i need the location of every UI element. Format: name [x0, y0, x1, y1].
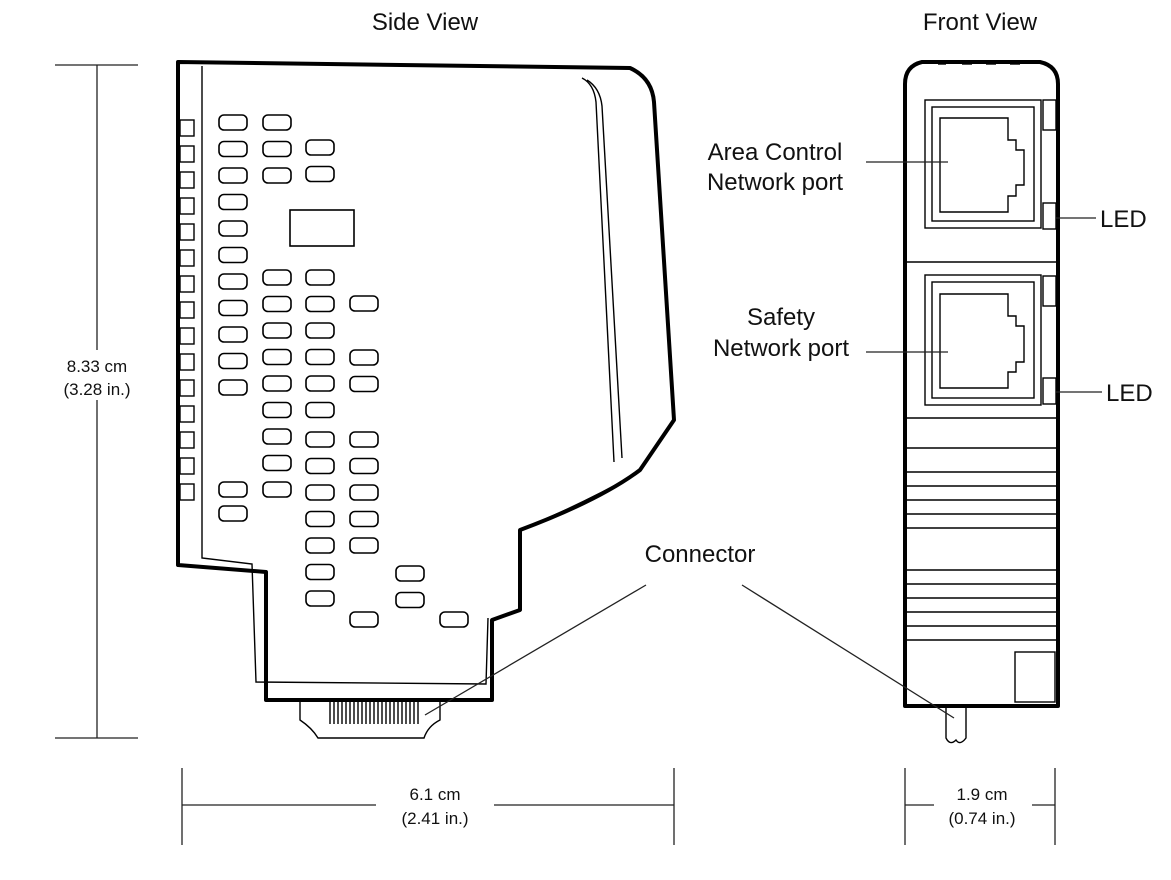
side-height-metric: 8.33 cm	[67, 357, 127, 376]
port2-label-line2: Network port	[713, 335, 849, 362]
vent-slot	[262, 167, 292, 184]
vent-slot	[305, 431, 335, 448]
connector-label: Connector	[645, 541, 756, 568]
led2-label: LED	[1106, 380, 1153, 407]
vent-slot	[218, 193, 248, 211]
vent-slot	[349, 611, 379, 628]
vent-slot	[218, 246, 248, 264]
vent-slot	[262, 428, 292, 445]
side-label-window	[289, 209, 355, 247]
vent-slot	[349, 431, 379, 448]
vent-slot	[349, 375, 379, 393]
vent-slot	[218, 379, 248, 396]
vent-slot	[305, 510, 335, 528]
vent-slot	[218, 326, 248, 343]
vent-slot	[395, 565, 425, 582]
vent-slot	[262, 348, 292, 366]
vent-slot	[262, 375, 292, 392]
edge-tooth	[179, 171, 195, 189]
vent-slot	[218, 140, 248, 158]
vent-slot	[305, 165, 335, 183]
port2-label-line1: Safety	[747, 304, 815, 331]
side-width-imperial: (2.41 in.)	[401, 809, 468, 828]
vent-slot	[305, 484, 335, 501]
vent-slot	[262, 295, 292, 313]
vent-slot	[349, 457, 379, 475]
edge-tooth	[179, 353, 195, 371]
vent-slot	[218, 299, 248, 317]
vent-slot	[305, 590, 335, 607]
vent-slot	[218, 505, 248, 522]
vent-slot	[262, 140, 292, 158]
vent-slot	[305, 375, 335, 392]
side-width-dimension: 6.1 cm (2.41 in.)	[181, 768, 675, 845]
vent-slot	[439, 611, 469, 628]
port1-label-line2: Network port	[707, 169, 843, 196]
edge-tooth	[179, 483, 195, 501]
connector-pins	[329, 702, 419, 724]
edge-tooth	[179, 301, 195, 319]
vent-slot	[262, 481, 292, 498]
side-view-connector	[299, 700, 441, 739]
vent-slot	[349, 510, 379, 528]
side-edge-teeth	[179, 119, 195, 501]
vent-slot	[262, 454, 292, 472]
vent-slot	[305, 295, 335, 313]
edge-tooth	[179, 379, 195, 397]
vent-slot	[305, 563, 335, 581]
vent-slot	[305, 322, 335, 339]
vent-slot	[305, 139, 335, 156]
port1-label-line1: Area Control	[708, 139, 843, 166]
vent-slot	[262, 322, 292, 339]
front-view-connector	[945, 706, 967, 744]
vent-slot	[262, 269, 292, 286]
vent-slot	[305, 457, 335, 475]
vent-slot	[218, 167, 248, 184]
area-control-network-port	[924, 99, 1057, 230]
edge-tooth	[179, 145, 195, 163]
side-height-dimension: 8.33 cm (3.28 in.)	[55, 64, 138, 739]
edge-tooth	[179, 249, 195, 267]
front-width-dimension: 1.9 cm (0.74 in.)	[904, 768, 1056, 845]
edge-tooth	[179, 223, 195, 241]
vent-slot	[218, 481, 248, 498]
vent-slot	[349, 349, 379, 366]
side-view-title: Side View	[372, 9, 479, 36]
front-view-title: Front View	[923, 9, 1038, 36]
vent-slot	[262, 401, 292, 419]
edge-tooth	[179, 327, 195, 345]
edge-tooth	[179, 119, 195, 137]
led1-label: LED	[1100, 206, 1147, 233]
vent-slot	[218, 114, 248, 131]
front-width-imperial: (0.74 in.)	[948, 809, 1015, 828]
vent-slot	[349, 295, 379, 312]
safety-network-port	[924, 274, 1057, 406]
vent-slot	[218, 273, 248, 290]
edge-tooth	[179, 457, 195, 475]
vent-slot	[305, 401, 335, 419]
vent-slot	[305, 348, 335, 366]
edge-tooth	[179, 431, 195, 449]
edge-tooth	[179, 197, 195, 215]
front-width-metric: 1.9 cm	[956, 785, 1007, 804]
vent-slot	[305, 537, 335, 554]
vent-slot	[218, 220, 248, 237]
vent-slot	[262, 114, 292, 131]
edge-tooth	[179, 275, 195, 293]
side-view-housing	[176, 60, 676, 702]
vent-slot	[395, 591, 425, 609]
vent-slot	[349, 537, 379, 554]
side-vent-slots	[218, 114, 469, 628]
edge-tooth	[179, 405, 195, 423]
side-height-imperial: (3.28 in.)	[63, 380, 130, 399]
vent-slot	[218, 352, 248, 370]
side-width-metric: 6.1 cm	[409, 785, 460, 804]
vent-slot	[305, 269, 335, 286]
vent-slot	[349, 484, 379, 501]
